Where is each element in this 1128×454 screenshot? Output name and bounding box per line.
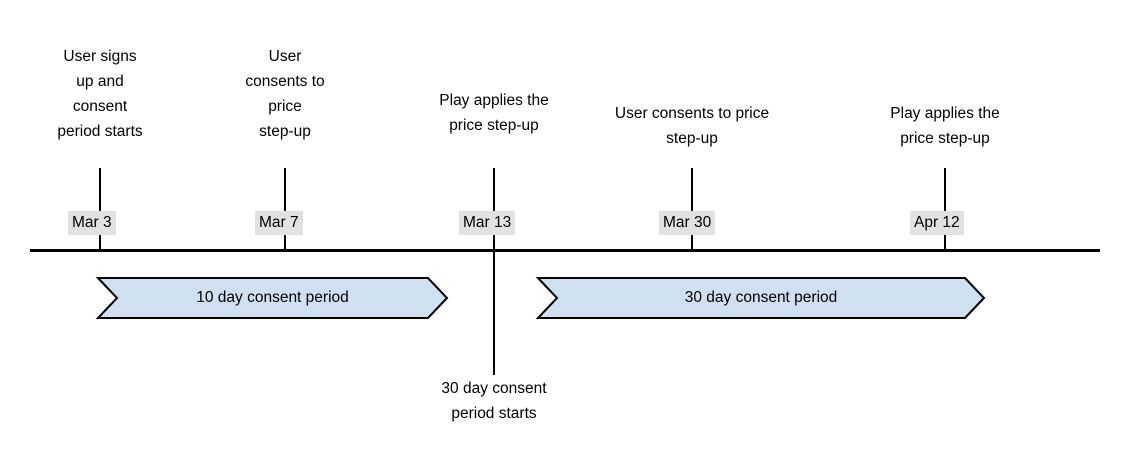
date-chip-mar-3: Mar 3 bbox=[68, 211, 116, 235]
period-banner-30day: 30 day consent period bbox=[535, 277, 986, 319]
date-chip-mar-13: Mar 13 bbox=[459, 211, 516, 235]
tick-line-signup bbox=[99, 168, 101, 250]
bottom-caption-30day-start: 30 day consent period starts bbox=[441, 380, 547, 422]
tick-line-consent-30day bbox=[691, 168, 693, 250]
event-caption-signup: User signs up and consent period starts bbox=[57, 48, 143, 140]
event-caption-consent-30day: User consents to price step-up bbox=[614, 105, 770, 147]
tick-line-stepup-applied-1 bbox=[493, 168, 495, 375]
chevron-shape-30day bbox=[535, 277, 986, 319]
event-caption-stepup-applied-1: Play applies the price step-up bbox=[439, 92, 549, 134]
tick-line-stepup-applied-2 bbox=[944, 168, 946, 250]
date-chip-mar-7: Mar 7 bbox=[255, 211, 303, 235]
period-banner-10day: 10 day consent period bbox=[95, 277, 449, 319]
event-caption-stepup-applied-2: Play applies the price step-up bbox=[890, 105, 1000, 147]
timeline-axis bbox=[30, 249, 1100, 252]
date-chip-mar-30: Mar 30 bbox=[659, 211, 716, 235]
event-caption-consent-10day: User consents to price step-up bbox=[245, 48, 325, 140]
chevron-shape-10day bbox=[95, 277, 449, 319]
tick-line-consent-10day bbox=[284, 168, 286, 250]
date-chip-apr-12: Apr 12 bbox=[910, 211, 964, 235]
